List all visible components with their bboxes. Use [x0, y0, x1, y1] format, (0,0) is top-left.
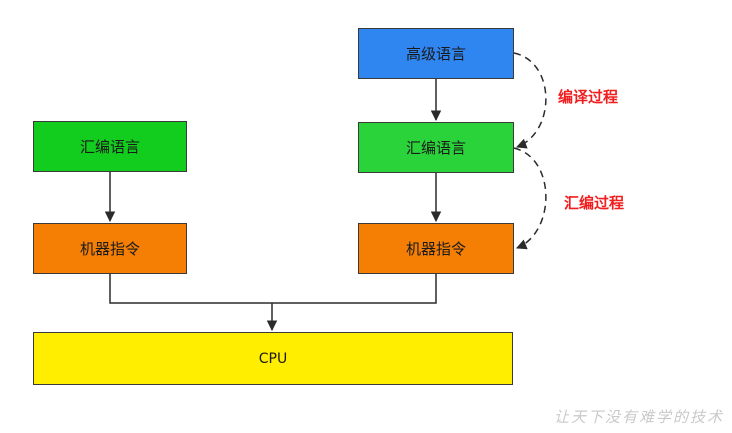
high-level-language-label: 高级语言	[405, 45, 466, 63]
machine-instruction-label-right: 机器指令	[405, 240, 466, 258]
machine-instruction-box-right: 机器指令	[358, 223, 514, 274]
cpu-box: CPU	[33, 332, 513, 385]
dashed-arrow-compile	[513, 52, 547, 149]
assembly-language-box-right: 汇编语言	[358, 122, 514, 173]
assembly-language-box-left: 汇编语言	[33, 121, 187, 172]
dashed-arrow-assemble	[513, 147, 547, 250]
watermark-text: 让天下没有难学的技术	[553, 408, 724, 426]
high-level-language-box: 高级语言	[358, 28, 514, 79]
cpu-label: CPU	[258, 350, 288, 367]
assemble-process-label: 汇编过程	[564, 194, 625, 212]
compile-process-label: 编译过程	[558, 88, 619, 106]
machine-instruction-label-left: 机器指令	[79, 240, 140, 258]
connector-left-machine-to-merge	[109, 274, 437, 304]
assembly-language-label-right: 汇编语言	[405, 139, 466, 157]
machine-instruction-box-left: 机器指令	[33, 223, 187, 274]
assembly-language-label-left: 汇编语言	[79, 138, 140, 156]
